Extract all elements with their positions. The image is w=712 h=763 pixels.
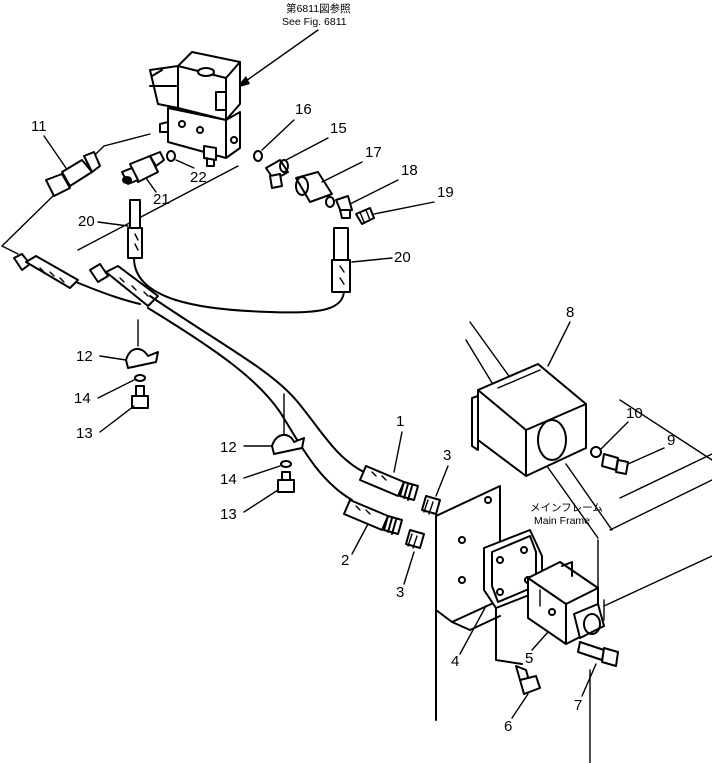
adapter-17	[295, 171, 333, 203]
callout-20-left: 20	[78, 213, 95, 230]
callout-12-left: 12	[76, 348, 93, 365]
callout-12-right: 12	[220, 439, 237, 456]
callout-3-upper: 3	[443, 447, 451, 464]
hose-assembly-left	[13, 253, 141, 305]
callout-11: 11	[31, 118, 47, 135]
clamp-12-left	[125, 319, 159, 369]
elbow-fitting-11	[45, 151, 101, 197]
unit-5	[527, 561, 605, 645]
washer-10	[590, 446, 602, 458]
bolt-7	[577, 641, 619, 667]
callout-10: 10	[626, 405, 643, 422]
hose-assembly-main	[89, 263, 369, 501]
hose-20-left	[127, 199, 345, 314]
mounting-plate	[435, 485, 501, 721]
leader-6	[511, 693, 529, 719]
leader-13-right	[243, 489, 279, 513]
leader-19	[373, 201, 435, 215]
leader-3-lower	[403, 551, 415, 585]
clamp-12-right	[271, 393, 305, 455]
callout-13-left: 13	[76, 425, 93, 442]
valve-assembly	[149, 51, 241, 167]
fitting-21	[121, 151, 165, 185]
callout-8: 8	[566, 304, 574, 321]
callout-2: 2	[341, 552, 349, 569]
callout-16: 16	[295, 101, 312, 118]
washer-14-left	[134, 374, 146, 382]
hose-1-end	[359, 465, 419, 501]
connector-15	[265, 159, 289, 189]
callout-15: 15	[330, 120, 347, 137]
leader-17	[321, 161, 363, 183]
main-frame-label-en: Main Frame	[534, 515, 590, 527]
leader-2	[351, 523, 369, 555]
callout-22: 22	[190, 169, 207, 186]
connector-3-upper	[421, 495, 441, 515]
reference-arrow	[235, 29, 319, 89]
leader-18	[349, 179, 399, 205]
reference-note-en: See Fig. 6811	[282, 16, 347, 28]
leader-13-left	[99, 405, 135, 433]
callout-5: 5	[525, 650, 533, 667]
callout-17: 17	[365, 144, 382, 161]
leader-22	[175, 159, 195, 169]
bolt-13-left	[131, 385, 149, 409]
leader-5	[531, 631, 549, 651]
callout-6: 6	[504, 718, 512, 735]
leader-12-left	[99, 355, 127, 361]
leader-20-left	[97, 221, 129, 227]
washer-14-right	[280, 460, 292, 468]
bolt-9	[601, 453, 629, 475]
leader-3-upper	[435, 465, 449, 497]
callout-13-right: 13	[220, 506, 237, 523]
bolt-13-right	[277, 471, 295, 493]
leader-15	[285, 137, 329, 161]
cover-box-8	[471, 363, 587, 477]
callout-7: 7	[574, 697, 582, 714]
main-frame	[465, 321, 712, 763]
callout-18: 18	[401, 162, 418, 179]
leader-7	[581, 663, 597, 697]
leader-1	[393, 431, 403, 473]
callout-9: 9	[667, 432, 675, 449]
leader-16	[261, 119, 295, 151]
callout-14-right: 14	[220, 471, 237, 488]
leader-4	[459, 605, 487, 655]
reference-note-jp: 第6811図参照	[286, 2, 351, 15]
callout-21: 21	[153, 191, 170, 208]
elbow-18	[325, 195, 353, 219]
leader-20-right	[351, 257, 393, 263]
bolt-6	[515, 665, 541, 695]
plug-19	[355, 207, 375, 225]
leader-14-left	[97, 379, 135, 399]
leader-10	[599, 421, 629, 451]
connector-3-lower	[405, 529, 425, 549]
callout-3-lower: 3	[396, 584, 404, 601]
o-ring-16	[253, 150, 263, 162]
leader-8	[547, 321, 571, 367]
leader-21	[145, 177, 157, 193]
callout-20-right: 20	[394, 249, 411, 266]
leader-9	[627, 447, 665, 465]
callout-14-left: 14	[74, 390, 91, 407]
callout-1: 1	[396, 413, 404, 430]
callout-19: 19	[437, 184, 454, 201]
main-frame-label-jp: メインフレーム	[530, 502, 603, 514]
hose-2-end	[343, 499, 403, 535]
o-ring-22	[166, 150, 176, 162]
hose-20-right	[331, 227, 351, 293]
leader-14-right	[243, 465, 281, 479]
callout-4: 4	[451, 653, 459, 670]
leader-11	[43, 135, 67, 169]
